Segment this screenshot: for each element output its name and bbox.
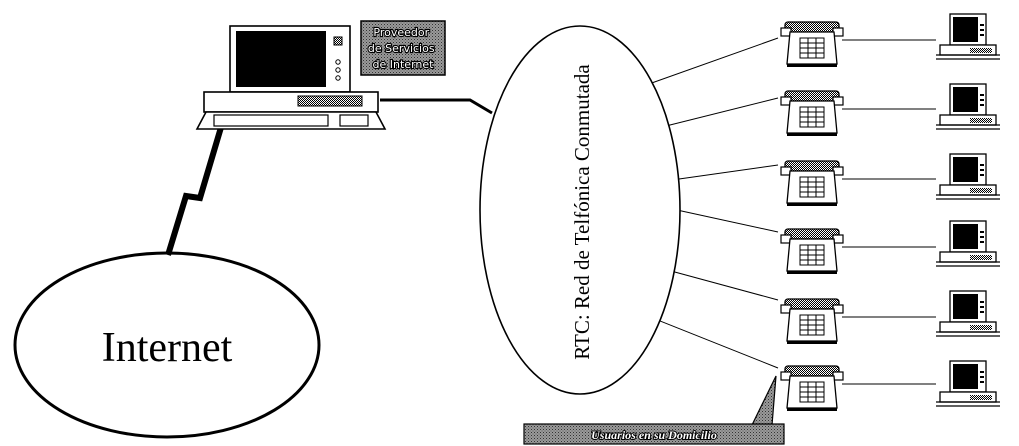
user-phone-1 [780,21,844,68]
user-links [842,39,936,385]
svg-text:Proveedor de Servicios: Proveedor de Servicios de Internet [368,26,438,71]
users-callout-box [523,423,785,445]
user-computer-4 [935,220,1001,267]
provider-label-line-1: Proveedor [373,26,429,39]
users-label: Usuarios en su Domicilio [591,428,717,442]
user-phones [780,21,844,412]
user-computer-5 [935,290,1001,337]
provider-label-line-3: de Internet [373,58,435,71]
internet-link [165,123,225,256]
rtc-ellipse [479,25,681,395]
provider-computer [195,25,387,130]
provider-label-box [360,20,446,76]
user-phone-6 [780,365,844,412]
users-callout-pointer [751,375,777,426]
user-computer-2 [935,83,1001,130]
provider-rtc-link [380,98,493,115]
provider-label-line-2: de Servicios [368,42,435,55]
user-computer-1 [935,13,1001,60]
rtc-label: RTC: Red de Telfónica Conmutada [570,64,594,360]
user-computer-6 [935,360,1001,407]
internet-label: Internet [102,325,233,371]
user-phone-5 [780,298,844,345]
user-computer-3 [935,153,1001,200]
user-computers [935,13,1001,407]
user-phone-2 [780,90,844,137]
user-phone-3 [780,160,844,207]
user-phone-4 [780,228,844,275]
